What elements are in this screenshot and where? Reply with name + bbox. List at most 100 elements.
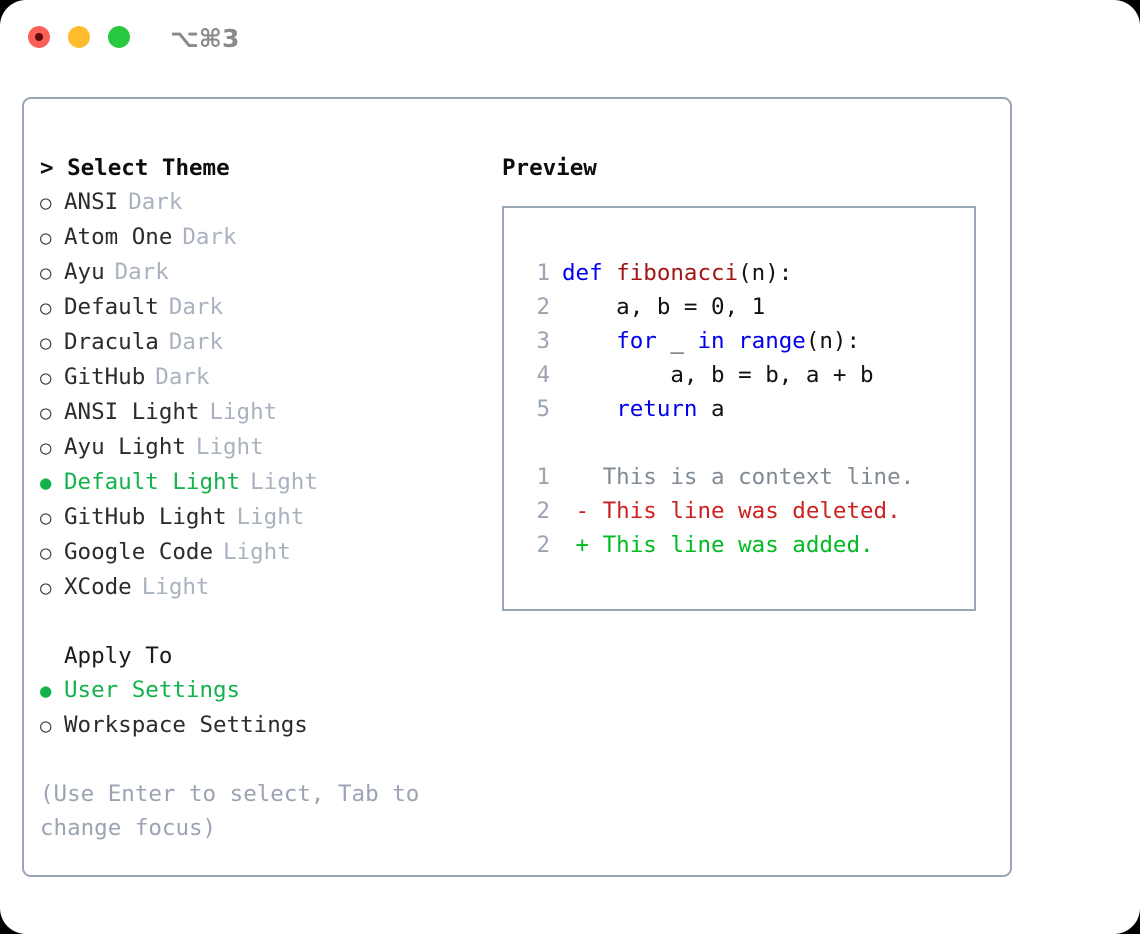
theme-list-item[interactable]: ○ GitHub Light Light [40, 500, 480, 535]
code-token-plain [725, 328, 739, 354]
code-token-kw: range [738, 328, 806, 354]
select-theme-header: > Select Theme [40, 155, 230, 181]
line-number: 2 [536, 532, 550, 558]
code-line-content: a, b = b, a + b [562, 358, 874, 392]
theme-list-item[interactable]: ● Default Light Light [40, 465, 480, 500]
radio-unselected-icon[interactable]: ○ [40, 332, 52, 354]
theme-list-item[interactable]: ○ XCode Light [40, 570, 480, 605]
theme-name: XCode [64, 574, 132, 600]
theme-name: GitHub Light [64, 504, 227, 530]
radio-unselected-icon[interactable]: ○ [40, 297, 52, 319]
theme-list-item[interactable]: ○ Ayu Dark [40, 255, 480, 290]
radio-unselected-icon[interactable]: ○ [40, 367, 52, 389]
radio-selected-icon[interactable]: ● [40, 472, 52, 494]
close-button-icon[interactable] [28, 26, 50, 48]
maximize-button-icon[interactable] [108, 26, 130, 48]
list-spacer [40, 605, 480, 639]
theme-variant-tag: Light [209, 399, 278, 425]
apply-to-label: User Settings [64, 677, 241, 703]
radio-selected-icon[interactable]: ● [40, 680, 52, 702]
diff-line-content: - This line was deleted. [562, 498, 901, 524]
code-line-content: def fibonacci(n): [562, 256, 792, 290]
theme-variant-tag: Dark [114, 259, 169, 285]
apply-to-option[interactable]: ○ Workspace Settings [40, 708, 480, 743]
theme-variant-tag: Light [236, 504, 305, 530]
radio-unselected-icon[interactable]: ○ [40, 507, 52, 529]
theme-list-item[interactable]: ○ Dracula Dark [40, 325, 480, 360]
theme-name: Default Light [64, 469, 241, 495]
code-token-plain: (n): [738, 260, 793, 286]
code-token-plain: (n): [805, 328, 861, 354]
theme-list-item[interactable]: ○ Default Dark [40, 290, 480, 325]
theme-name: Default [64, 294, 159, 320]
radio-unselected-icon[interactable]: ○ [40, 227, 52, 249]
line-number: 3 [536, 328, 550, 354]
apply-to-header: Apply To [64, 643, 173, 669]
preview-header: Preview [502, 155, 597, 181]
line-number: 2 [536, 498, 550, 524]
code-token-plain: a [697, 396, 725, 422]
radio-unselected-icon[interactable]: ○ [40, 402, 52, 424]
code-token-kw: in [697, 328, 725, 354]
theme-list-item[interactable]: ○ GitHub Dark [40, 360, 480, 395]
radio-unselected-icon[interactable]: ○ [40, 715, 52, 737]
apply-to-option[interactable]: ● User Settings [40, 673, 480, 708]
code-token-plain [562, 328, 616, 354]
code-line: 4 a, b = b, a + b [520, 358, 966, 392]
radio-unselected-icon[interactable]: ○ [40, 577, 52, 599]
apply-to-list[interactable]: ● User Settings ○ Workspace Settings [40, 673, 480, 743]
apply-to-label: Workspace Settings [64, 712, 308, 738]
line-number: 4 [536, 362, 550, 388]
code-token-kw: def [562, 260, 617, 286]
line-number: 1 [536, 260, 550, 286]
theme-variant-tag: Light [223, 539, 291, 565]
code-line: 2 a, b = 0, 1 [520, 290, 966, 324]
code-token-kw: return [616, 396, 698, 422]
diff-line: 2 - This line was deleted. [520, 494, 966, 528]
diff-line-content: This is a context line. [562, 464, 915, 490]
line-number: 1 [536, 464, 550, 490]
theme-variant-tag: Dark [168, 329, 224, 355]
code-token-plain: a, b = 0, 1 [562, 294, 766, 320]
code-diff-spacer [520, 426, 966, 460]
radio-unselected-icon[interactable]: ○ [40, 437, 52, 459]
code-token-plain: _ [656, 328, 698, 354]
code-line: 1 def fibonacci(n): [520, 256, 966, 290]
theme-name: GitHub [64, 364, 146, 390]
diff-line: 1 This is a context line. [520, 460, 966, 494]
radio-unselected-icon[interactable]: ○ [40, 192, 52, 214]
theme-variant-tag: Dark [155, 364, 210, 390]
theme-variant-tag: Light [195, 434, 264, 460]
theme-name: Atom One [64, 224, 173, 250]
theme-name: Ayu [64, 259, 105, 285]
keyboard-hint-text: (Use Enter to select, Tab to change focu… [40, 781, 420, 841]
radio-unselected-icon[interactable]: ○ [40, 542, 52, 564]
theme-variant-tag: Light [250, 469, 318, 495]
theme-variant-tag: Dark [168, 294, 224, 320]
line-number: 2 [536, 294, 550, 320]
minimize-button-icon[interactable] [68, 26, 90, 48]
code-token-plain [562, 396, 616, 422]
theme-variant-tag: Light [141, 574, 210, 600]
diff-line-content: + This line was added. [562, 532, 874, 558]
code-token-plain: a, b = b, a + b [562, 362, 874, 388]
diff-lines: 1 This is a context line.2 - This line w… [520, 460, 966, 562]
diff-line: 2 + This line was added. [520, 528, 966, 562]
code-line: 5 return a [520, 392, 966, 426]
keyboard-shortcut-label: ⌥⌘3 [170, 24, 240, 53]
code-token-fn: fibonacci [616, 260, 739, 286]
theme-name: Dracula [64, 329, 159, 355]
radio-unselected-icon[interactable]: ○ [40, 262, 52, 284]
